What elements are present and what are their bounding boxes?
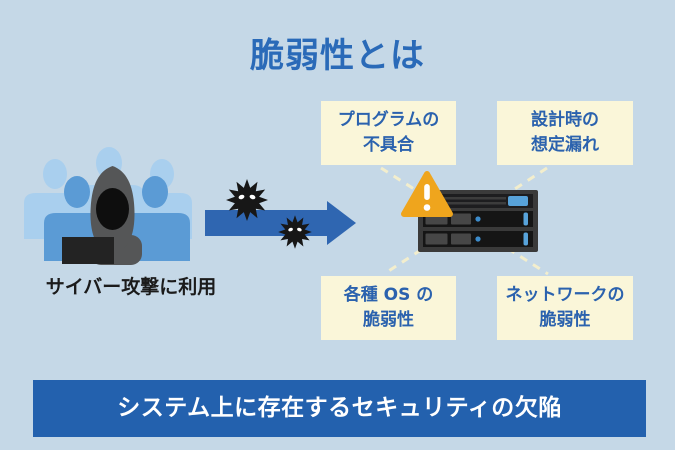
vulnerability-box-os: 各種 OS の 脆弱性 (321, 276, 456, 340)
warning-triangle-icon (401, 171, 453, 217)
vulnerability-box-network: ネットワークの 脆弱性 (497, 276, 633, 340)
attacker-caption: サイバー攻撃に利用 (45, 276, 217, 298)
vulnerability-box-line: 脆弱性 (363, 310, 414, 330)
footer-banner: システム上に存在するセキュリティの欠陥 (33, 380, 646, 437)
malware-icon-large (226, 179, 268, 221)
vulnerability-box-line: 脆弱性 (539, 310, 591, 330)
attack-flow-illustration (205, 179, 356, 249)
vulnerability-box-line: ネットワークの (505, 284, 625, 305)
vulnerability-box-line: プログラムの (337, 109, 440, 130)
laptop-icon (62, 237, 114, 264)
malware-icon-small (278, 215, 312, 249)
page-title: 脆弱性とは (250, 36, 425, 76)
vulnerability-box-line: 各種 OS の (343, 284, 434, 305)
vulnerability-box-line: 想定漏れ (531, 135, 599, 155)
vulnerability-box-line: 設計時の (531, 109, 599, 130)
attacker-illustration (24, 147, 192, 265)
hacker-icon (90, 166, 142, 265)
vulnerability-box-program: プログラムの 不具合 (321, 101, 456, 165)
arrow-right-icon (205, 201, 356, 245)
vulnerability-box-design: 設計時の 想定漏れ (497, 101, 633, 165)
vulnerability-box-line: 不具合 (363, 135, 414, 155)
